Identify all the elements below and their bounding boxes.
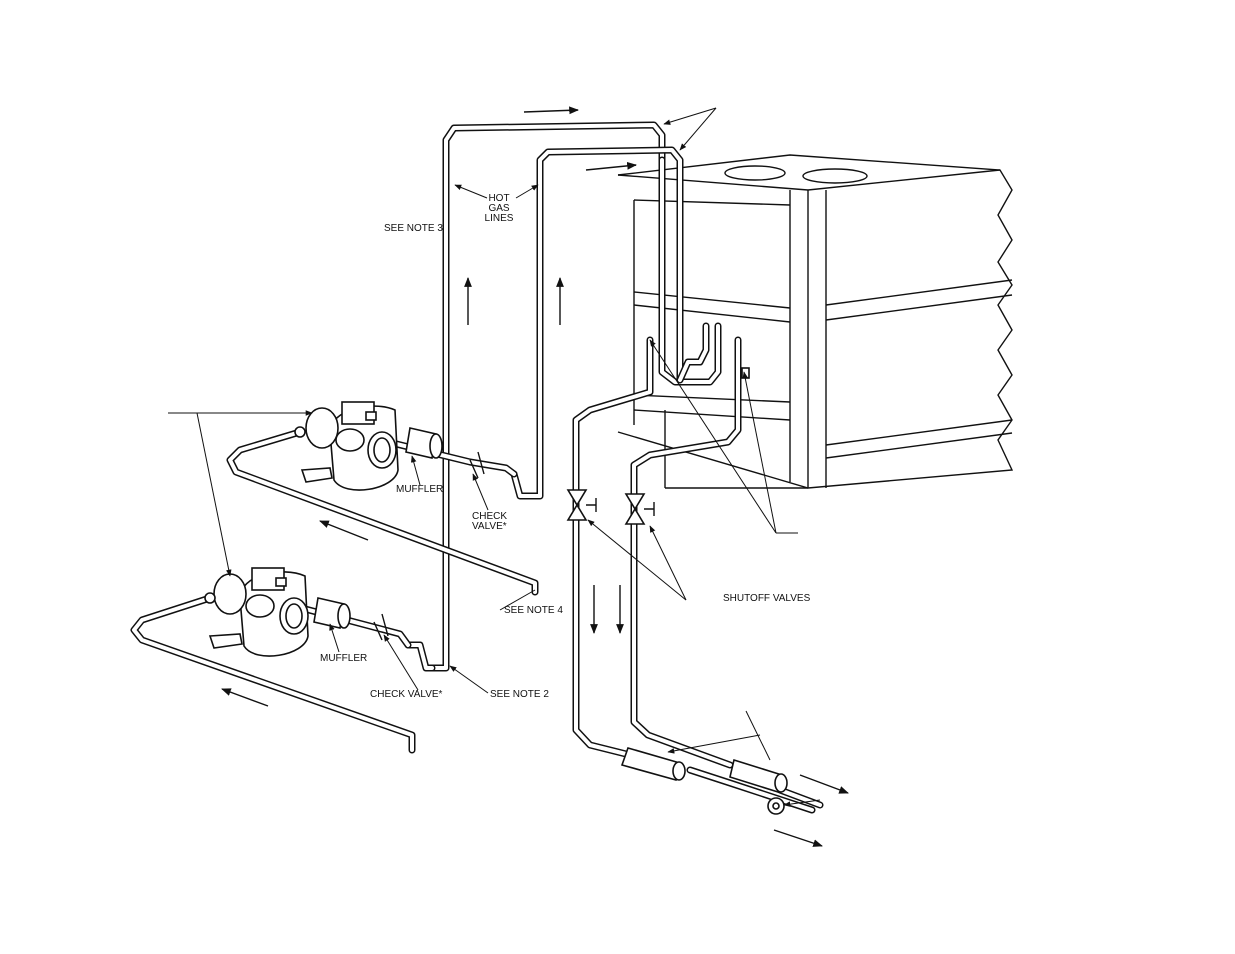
muffler-lower xyxy=(314,598,350,628)
shutoff-valves-label: SHUTOFF VALVES xyxy=(723,593,811,604)
liquid-lines xyxy=(576,340,820,810)
check-valve-upper-label-2: VALVE* xyxy=(472,521,507,532)
see-note-3-label: SEE NOTE 3 xyxy=(384,223,443,234)
see-note-4-label: SEE NOTE 4 xyxy=(504,605,563,616)
shutoff-valve-right xyxy=(626,494,654,524)
muffler-upper xyxy=(406,428,442,458)
compressor-upper xyxy=(295,402,398,490)
compressor-lower xyxy=(205,568,308,656)
shutoff-valve-left xyxy=(568,490,596,520)
muffler-lower-label: MUFFLER xyxy=(320,653,367,664)
see-note-2-label: SEE NOTE 2 xyxy=(490,689,549,700)
hot-gas-lines-label-3: LINES xyxy=(485,213,514,224)
check-valve-lower-label: CHECK VALVE* xyxy=(370,689,443,700)
muffler-upper-label: MUFFLER xyxy=(396,484,443,495)
